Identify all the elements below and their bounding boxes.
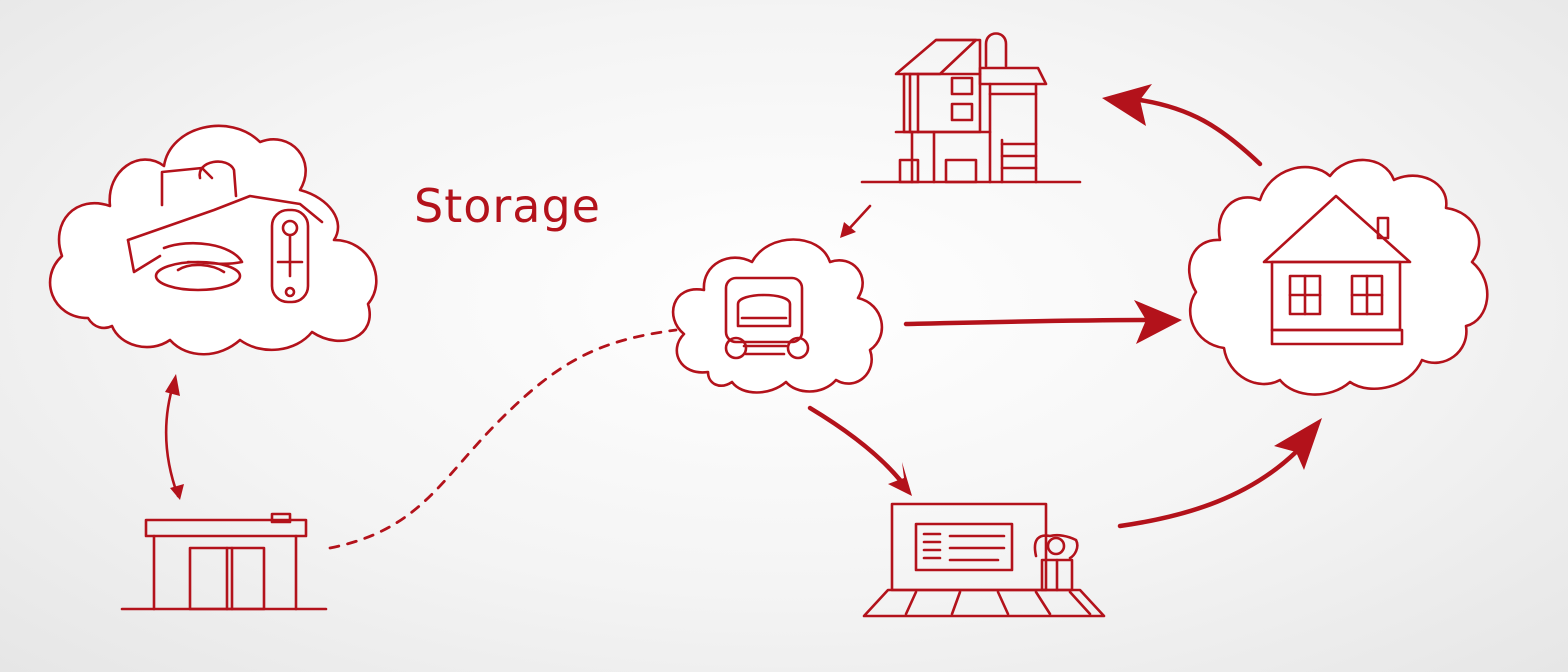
hand-with-phone-icon [126,160,324,304]
multi-storey-building-icon [860,32,1082,184]
house-icon [1262,194,1412,346]
home-delivery-node [1187,158,1489,396]
distribution-node [671,238,884,394]
person-icon [1033,533,1079,592]
building-to-truck-arrow [840,204,872,238]
shop-counter-icon [862,502,1106,618]
truck-to-house-arrow [903,300,1182,344]
truck-to-shop-arrow [807,405,912,496]
storage-label: Storage [414,179,601,233]
cloud-icon [671,238,884,394]
online-to-store-arrow [164,374,184,500]
cloud-icon [48,124,378,356]
cloud-icon [1187,158,1489,396]
dashed-route-line [328,328,678,550]
shop-to-house-arrow [1117,418,1322,529]
house-to-building-arrow [1102,84,1263,167]
delivery-truck-icon [724,276,810,360]
storefront-icon [120,512,328,611]
online-order-node [48,124,378,356]
